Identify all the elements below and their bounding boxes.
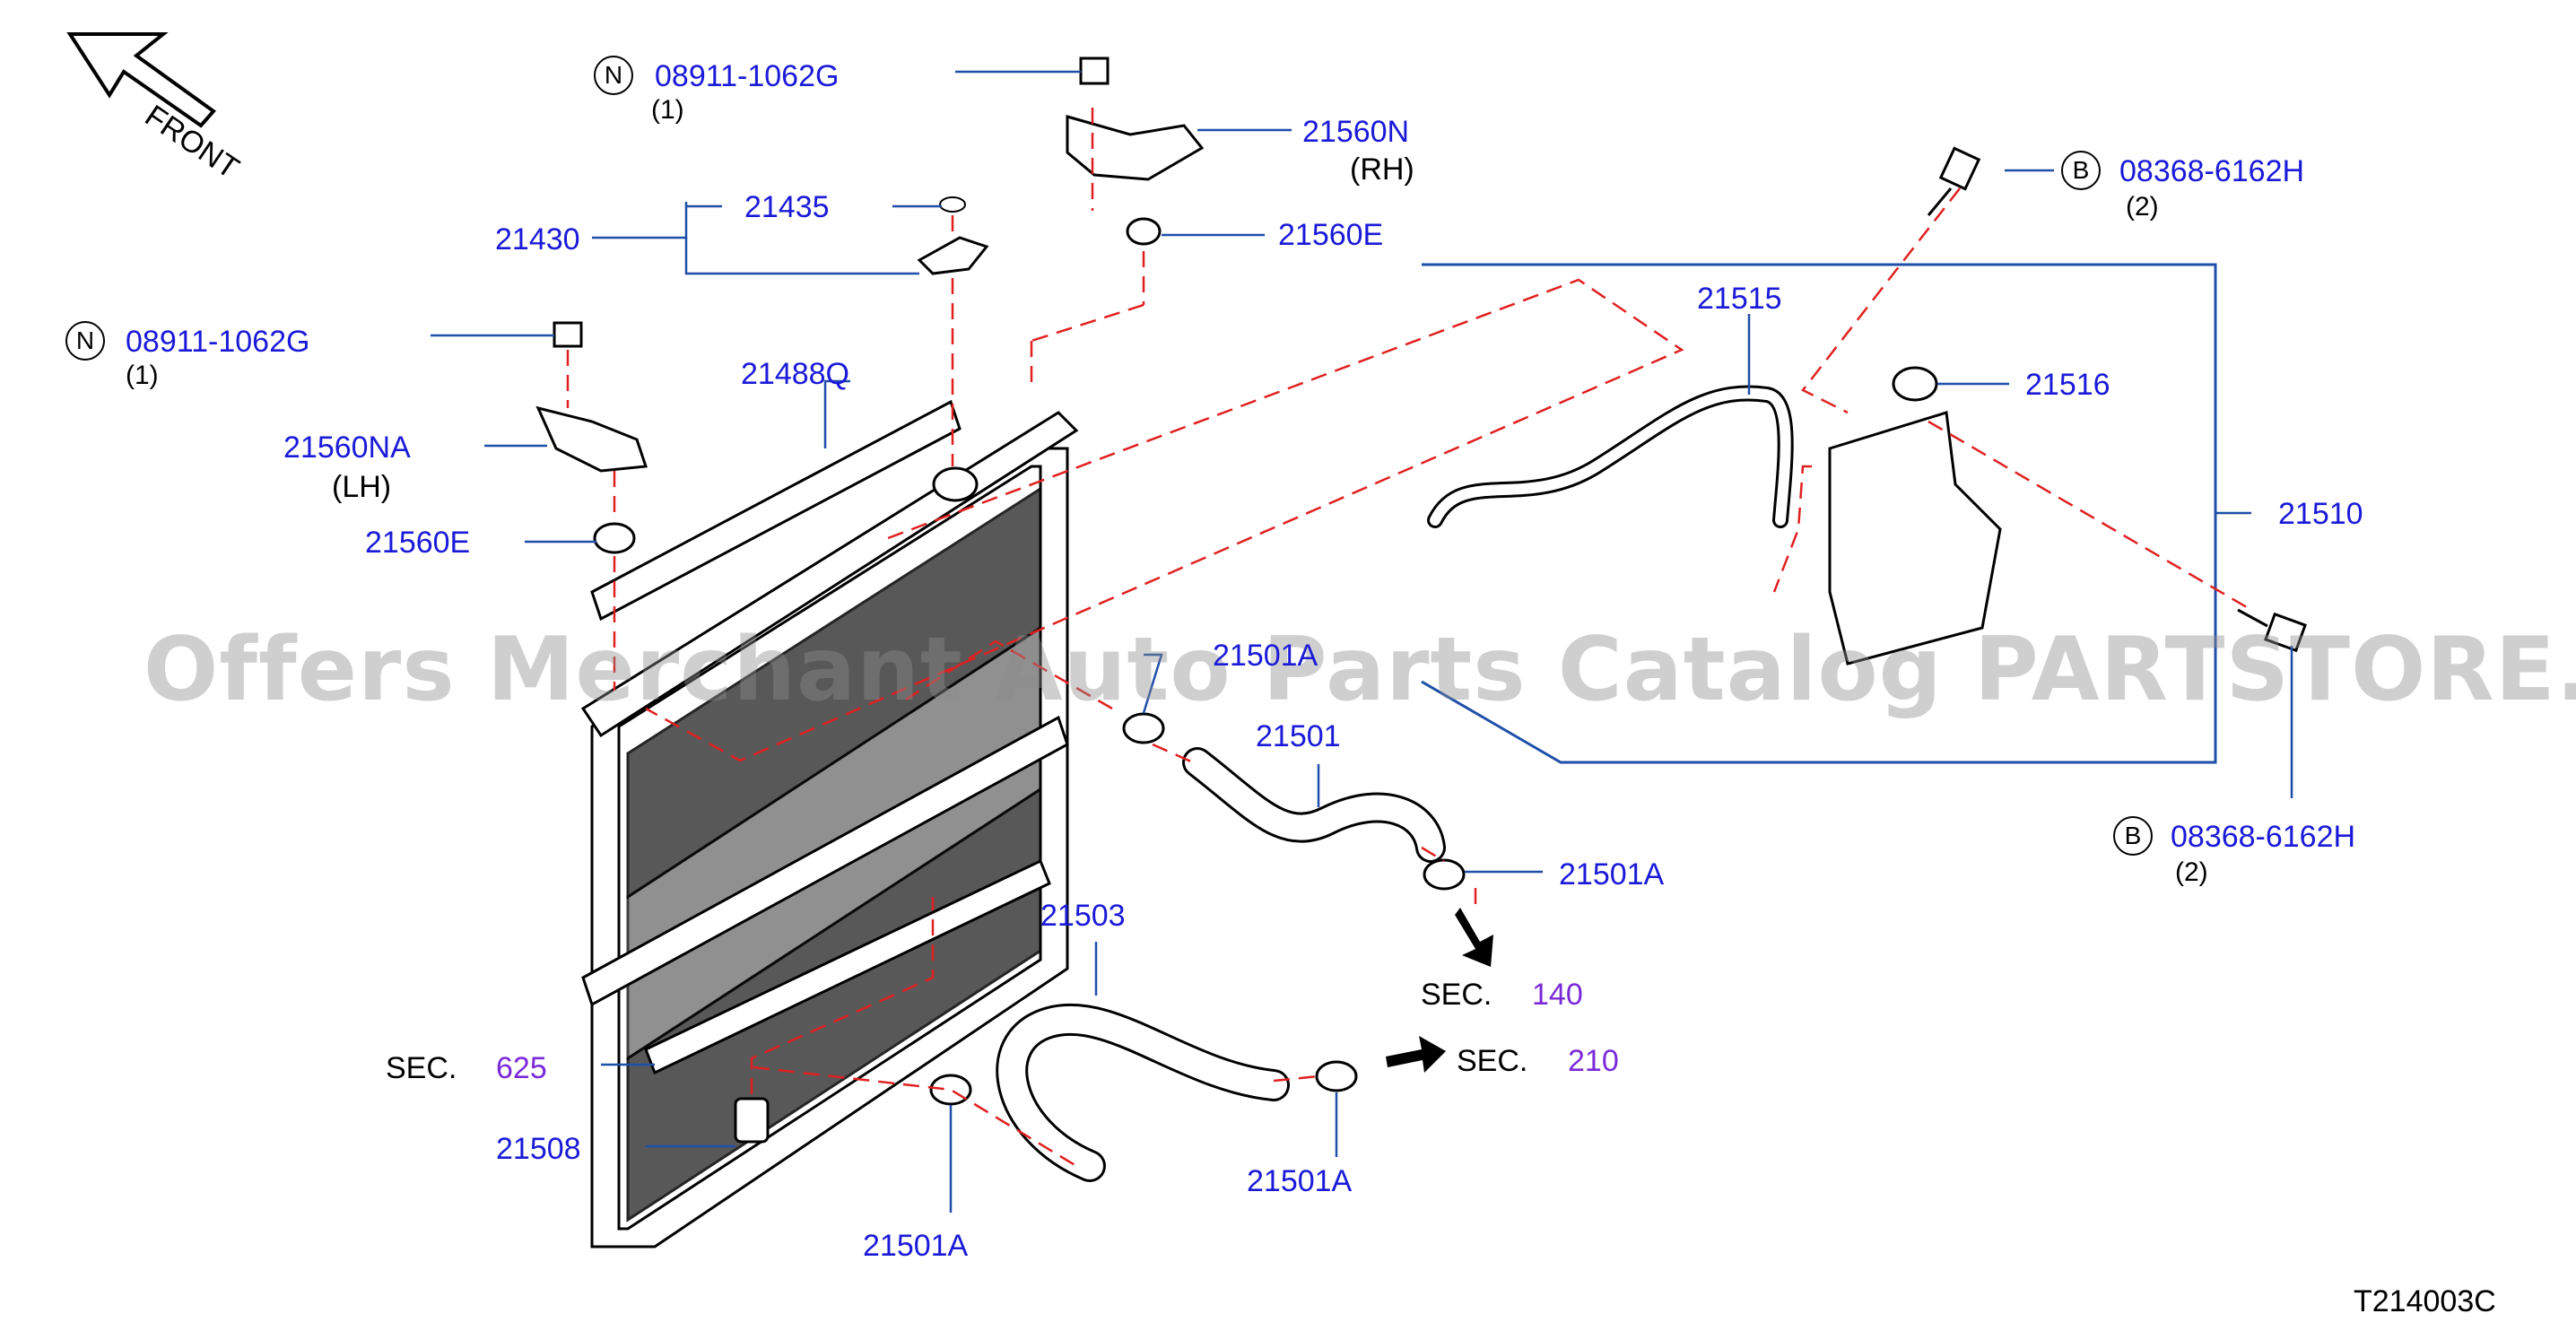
qty-bolt-bottom: (2) <box>2175 857 2208 887</box>
part-21560NA[interactable]: 21560NA <box>283 431 411 465</box>
reservoir-tank-21510-icon <box>1828 411 2002 666</box>
sec625-number[interactable]: 625 <box>496 1051 547 1085</box>
front-arrow-icon <box>66 32 216 128</box>
part-08911-1062G-left[interactable]: 08911-1062G <box>126 325 310 359</box>
part-21560E-left[interactable]: 21560E <box>365 526 471 560</box>
part-08911-1062G-top[interactable]: 08911-1062G <box>655 59 840 93</box>
bushing-21560E-top-icon <box>1126 217 1162 246</box>
part-21516[interactable]: 21516 <box>2025 368 2110 402</box>
sec625-label: SEC. <box>386 1051 457 1085</box>
part-21488Q[interactable]: 21488Q <box>741 357 849 391</box>
side-lh: (LH) <box>332 470 392 504</box>
qty-nut-top: (1) <box>651 95 684 125</box>
drain-plug-21508-icon <box>734 1097 770 1144</box>
part-21501A-right[interactable]: 21501A <box>1559 857 1665 892</box>
arrow-sec210-icon <box>1386 1036 1446 1073</box>
part-21560N[interactable]: 21560N <box>1302 115 1410 149</box>
badge-n-top: N <box>594 56 633 95</box>
clamp-21501A-lower-icon <box>1315 1060 1358 1092</box>
qty-nut-left: (1) <box>126 361 159 390</box>
clamp-21501A-bottom-icon <box>929 1074 972 1106</box>
seal-strip-21488Q <box>590 399 962 622</box>
sec140-label: SEC. <box>1421 978 1493 1012</box>
part-21503[interactable]: 21503 <box>1040 899 1126 933</box>
bracket-21560N-icon <box>1066 115 1205 181</box>
badge-n-left: N <box>65 321 105 361</box>
part-21501A-bottom[interactable]: 21501A <box>863 1229 969 1263</box>
reservoir-cap-21516-icon <box>1892 366 1938 402</box>
nut-left-icon <box>553 321 583 348</box>
radiator-cap-icon <box>932 466 979 502</box>
reservoir-group-box <box>1421 263 2217 764</box>
nut-top-icon <box>1079 57 1110 85</box>
badge-b-bottom: B <box>2113 816 2153 856</box>
part-21560E-top[interactable]: 21560E <box>1278 218 1384 252</box>
assembly-lines <box>566 108 2252 1168</box>
part-08368-6162H-bottom[interactable]: 08368-6162H <box>2171 820 2356 854</box>
sec210-label: SEC. <box>1457 1044 1528 1078</box>
part-21435[interactable]: 21435 <box>744 190 830 224</box>
part-21510[interactable]: 21510 <box>2278 497 2363 531</box>
part-08368-6162H-top[interactable]: 08368-6162H <box>2119 154 2305 188</box>
bushing-21560E-left-icon <box>593 522 636 554</box>
clamp-21501A-top-icon <box>1122 712 1165 744</box>
part-21430[interactable]: 21430 <box>495 222 580 257</box>
part-21501A-top[interactable]: 21501A <box>1213 639 1318 673</box>
part-21508[interactable]: 21508 <box>496 1132 581 1166</box>
clamp-21501A-right-icon <box>1423 858 1466 891</box>
sec210-number[interactable]: 210 <box>1568 1044 1619 1078</box>
sec140-number[interactable]: 140 <box>1532 978 1583 1012</box>
badge-b-top: B <box>2061 151 2101 190</box>
part-21515[interactable]: 21515 <box>1697 282 1782 316</box>
leader-lines <box>431 70 2293 1213</box>
side-rh: (RH) <box>1350 152 1414 187</box>
part-21501A-lower[interactable]: 21501A <box>1247 1164 1353 1198</box>
bracket-21560NA-icon <box>535 405 648 473</box>
bolt-top-icon <box>1927 146 1981 216</box>
bolt-bottom-icon <box>2237 608 2307 653</box>
diagram-code: T214003C <box>2354 1284 2496 1318</box>
part-21501[interactable]: 21501 <box>1256 719 1341 753</box>
bushing-21435-icon <box>939 196 966 213</box>
qty-bolt-top: (2) <box>2126 192 2159 222</box>
arrow-sec140-icon <box>1455 908 1493 967</box>
mount-21430-icon <box>917 236 989 275</box>
